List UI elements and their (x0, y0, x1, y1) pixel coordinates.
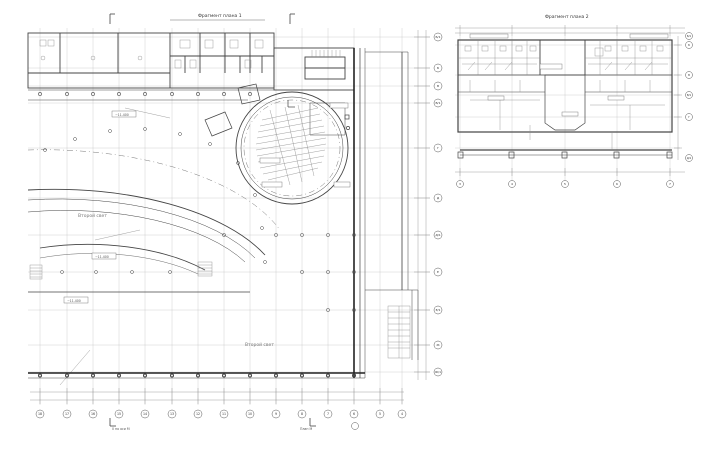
arc-ramp (27, 149, 281, 275)
axis-label: 5 (379, 412, 381, 416)
bottom-marks (109, 418, 316, 427)
axis-label: 14 (143, 412, 147, 416)
axis-label: 12 (196, 412, 200, 416)
right-plan: Фрагмент плана 2 (455, 14, 693, 188)
room-label-2: Второй свет (245, 341, 274, 348)
axis-label: Е (437, 270, 439, 274)
section-mark-top (109, 13, 295, 24)
right-plan-side-bubbles (685, 32, 693, 162)
axis-label: Д/1 (687, 156, 692, 160)
right-block-rooms (585, 40, 672, 130)
auditorium-marks (287, 100, 350, 130)
axis-label: 6 (353, 412, 355, 416)
right-axis-bubbles (433, 32, 443, 377)
axis-label: Б (688, 43, 690, 47)
right-plan-tags (469, 33, 669, 117)
axis-label: Е/1 (436, 308, 441, 312)
right-title: Фрагмент плана 2 (545, 14, 589, 20)
axis-label: Г (688, 115, 690, 119)
axis-label: 16 (91, 412, 95, 416)
right-columns (457, 151, 673, 159)
axis-label: 4 (401, 412, 403, 416)
axis-label: Б (437, 66, 439, 70)
scale-note-left: 0 по оси М (112, 427, 130, 431)
right-grid (455, 36, 680, 180)
axis-label: В/1 (687, 93, 692, 97)
axis-label: 3 (459, 182, 461, 186)
central-notch (544, 74, 586, 131)
axis-label: 13 (170, 412, 174, 416)
marker-circle (351, 422, 359, 430)
axis-label: Д (437, 196, 440, 200)
bottom-axis-bubbles (35, 409, 407, 419)
axis-label: 15 (117, 412, 121, 416)
axis-label: 6 (616, 182, 618, 186)
right-bottom-dims (455, 168, 685, 176)
right-top-dims (455, 25, 685, 36)
scale-note-right: План М (300, 427, 312, 431)
room-label-1: Второй свет (78, 212, 107, 219)
right-walls (353, 48, 419, 378)
right-plan-side-dims (674, 36, 682, 160)
auditorium-tags (259, 102, 351, 188)
elev-label-2: −11.400 (95, 255, 109, 259)
arc-stairs (29, 261, 213, 280)
axis-label: 18 (38, 412, 42, 416)
arc-columns (43, 127, 267, 274)
axis-label: В/1 (436, 101, 441, 105)
interior-columns (222, 233, 356, 312)
axis-label: 9 (275, 412, 277, 416)
lower-stair (387, 305, 411, 359)
axis-label: 10 (248, 412, 252, 416)
bottom-dims (30, 388, 404, 404)
right-dims (414, 30, 430, 380)
elev-label-1: −11.400 (115, 113, 129, 117)
corridor-columns (28, 89, 274, 101)
elev-label-3: −11.400 (67, 299, 81, 303)
elev-tags (63, 110, 137, 304)
left-title: Фрагмент плана 1 (198, 13, 242, 19)
axis-label: 17 (65, 412, 69, 416)
right-plan-leaders (467, 61, 653, 150)
bottom-slab (28, 372, 365, 379)
left-plan: −11.400 −11.400 −11.400 Второй свет Втор… (27, 13, 443, 431)
axis-label: Д/1 (435, 233, 440, 237)
axis-label: В (688, 73, 690, 77)
axis-label: 4 (511, 182, 513, 186)
right-bottom-labels: 3 4 5 6 7 (459, 182, 671, 186)
top-wing (27, 32, 355, 91)
right-axis-labels: Б/1 Б В В/1 Г Д Д/1 Е Е/1 Ж Ж/1 (435, 35, 441, 374)
auditorium (235, 91, 349, 205)
axis-label: Б/1 (436, 35, 441, 39)
top-stair (311, 50, 341, 57)
axis-label: 11 (222, 412, 226, 416)
axis-label: Ж/1 (435, 370, 441, 374)
left-block-rooms (458, 40, 540, 130)
axis-label: Б/1 (687, 34, 692, 38)
top-fixtures (39, 39, 264, 69)
axis-label: 5 (564, 182, 566, 186)
axis-label: 7 (327, 412, 329, 416)
diag-object (204, 83, 261, 137)
leaders (59, 107, 171, 386)
axis-label: В (437, 84, 439, 88)
right-plan-side-labels: Б/1 Б В В/1 Г Д/1 (687, 34, 692, 160)
right-bottom-bubbles (456, 180, 674, 188)
axis-label: 7 (669, 182, 671, 186)
axis-label: 8 (301, 412, 303, 416)
auditorium-seats (255, 104, 327, 186)
axis-label: Г (437, 146, 439, 150)
axis-label: Ж (436, 343, 440, 347)
bottom-axis-labels: 18 17 16 15 14 13 12 11 10 9 8 7 6 5 4 (38, 412, 403, 416)
